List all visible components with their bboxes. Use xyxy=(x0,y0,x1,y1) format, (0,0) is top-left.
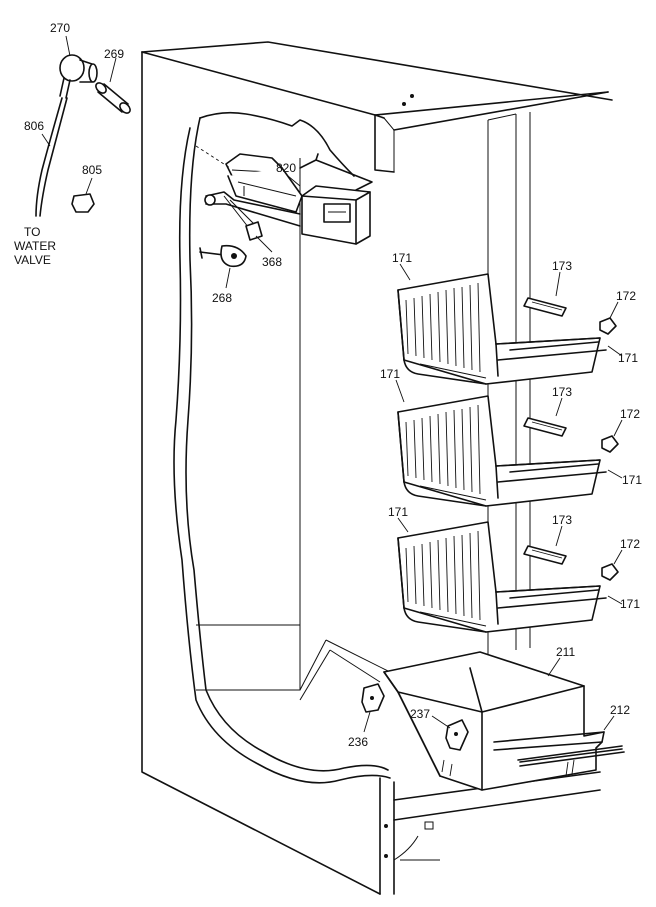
callout-171-lower-left: 171 xyxy=(388,505,408,519)
door-gasket xyxy=(173,111,391,784)
callout-269: 269 xyxy=(104,47,124,61)
water-fitting-assembly xyxy=(35,54,131,217)
shelf-clip-172-upper xyxy=(599,317,617,335)
callout-171-upper-left: 171 xyxy=(392,251,412,265)
shelf-basket-lower xyxy=(397,521,607,633)
icemaker-assembly xyxy=(195,145,373,268)
shelf-clip-172-lower xyxy=(601,563,619,581)
callout-270: 270 xyxy=(50,21,70,35)
interior-walls xyxy=(196,112,531,701)
callout-368: 368 xyxy=(262,255,282,269)
callout-labels: 270 269 806 805 TO WATER VALVE 820 368 2… xyxy=(14,21,642,749)
water-valve-label-line3: VALVE xyxy=(14,253,51,267)
callout-236: 236 xyxy=(348,735,368,749)
callout-172-lower: 172 xyxy=(620,537,640,551)
shelf-basket-middle xyxy=(397,395,607,507)
callout-268: 268 xyxy=(212,291,232,305)
leader-lines xyxy=(41,35,623,733)
callout-172-upper: 172 xyxy=(616,289,636,303)
callout-211: 211 xyxy=(556,645,575,659)
bracket-236 xyxy=(361,683,385,713)
bottom-bin xyxy=(383,651,625,791)
water-valve-label-line1: TO xyxy=(24,225,40,239)
callout-171-lower-right: 171 xyxy=(620,597,640,611)
callout-805: 805 xyxy=(82,163,102,177)
shelf-support-173-upper xyxy=(523,297,567,317)
shelf-basket-upper xyxy=(397,273,607,385)
shelf-support-173-lower xyxy=(523,545,567,565)
callout-212: 212 xyxy=(610,703,630,717)
callout-172-middle: 172 xyxy=(620,407,640,421)
callout-173-middle: 173 xyxy=(552,385,572,399)
bracket-237 xyxy=(445,719,469,751)
water-valve-label-line2: WATER xyxy=(14,239,56,253)
callout-171-middle-right: 171 xyxy=(622,473,642,487)
callout-237: 237 xyxy=(410,707,430,721)
callout-171-upper-right: 171 xyxy=(618,351,638,365)
callout-171-middle-left: 171 xyxy=(380,367,400,381)
shelf-clip-172-middle xyxy=(601,435,619,453)
callout-173-lower: 173 xyxy=(552,513,572,527)
callout-173-upper: 173 xyxy=(552,259,572,273)
cabinet-outline xyxy=(141,41,613,895)
shelf-support-173-middle xyxy=(523,417,567,437)
callout-820: 820 xyxy=(276,161,296,175)
callout-806: 806 xyxy=(24,119,44,133)
